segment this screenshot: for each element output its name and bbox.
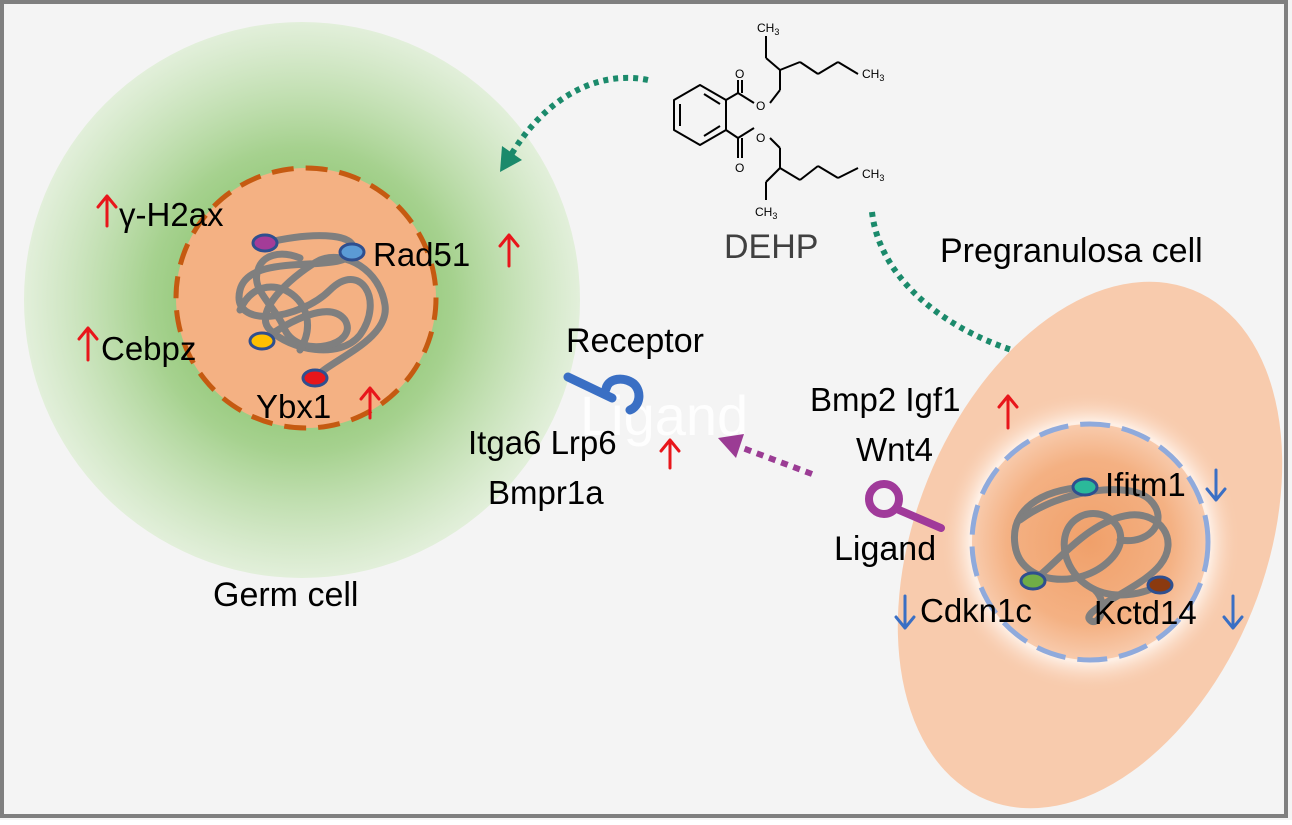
up-arrow-icon [997, 394, 1019, 430]
atom-label: CH3 [757, 21, 779, 37]
gene-label-cdkn1c: Cdkn1c [920, 592, 1032, 629]
up-arrow-icon [498, 233, 520, 268]
arrowhead-icon [500, 146, 522, 172]
dehp-molecule [673, 36, 859, 200]
germ-locus-cebpz [248, 331, 276, 351]
ligand-genes-line1: Bmp2 Igf1 [810, 381, 960, 418]
ligand-icon [865, 480, 945, 532]
atom-label: O [735, 67, 744, 81]
up-arrow-icon [77, 326, 99, 362]
down-arrow-icon [894, 594, 916, 630]
gene-label-h2ax: γ-H2ax [119, 196, 224, 233]
atom-label: CH3 [755, 205, 777, 221]
germ-locus-rad51 [338, 242, 366, 262]
up-arrow-icon [96, 194, 118, 228]
gene-label-cebpz: Cebpz [101, 330, 196, 367]
receptor-genes-line2: Bmpr1a [488, 474, 604, 511]
dehp-label: DEHP [724, 228, 818, 266]
gene-label-kctd14: Kctd14 [1094, 594, 1197, 631]
dehp-atom-labels: O O O O CH3 CH3 CH3 CH3 [735, 21, 884, 221]
gene-label-ifitm1: Ifitm1 [1105, 466, 1186, 503]
germ-cell-label: Germ cell [213, 576, 358, 614]
atom-label: O [735, 161, 744, 175]
arrowhead-icon [718, 434, 744, 458]
receptor-genes-line1: Itga6 Lrp6 [468, 424, 617, 461]
germ-chromatin [235, 232, 389, 382]
receptor-icon [563, 372, 644, 415]
atom-label: CH3 [862, 67, 884, 83]
granulosa-chromatin [1010, 483, 1172, 626]
granulosa-locus-kctd14 [1146, 575, 1174, 595]
receptor-label: Receptor [566, 322, 704, 360]
ligand-genes-line2: Wnt4 [856, 431, 933, 468]
granulosa-nuclear-membrane [969, 421, 1211, 663]
granulosa-nucleus [972, 424, 1208, 660]
pregranulosa-cell-label: Pregranulosa cell [940, 232, 1203, 270]
germ-locus-h2ax [251, 233, 279, 253]
germ-nucleus [176, 168, 436, 428]
atom-label: O [756, 131, 765, 145]
gene-label-rad51: Rad51 [373, 236, 470, 273]
ligand-label: Ligand [834, 530, 936, 568]
germ-cell: γ-H2ax Rad51 Cebpz Ybx1 Germ cell [24, 22, 580, 614]
atom-label: O [756, 99, 765, 113]
down-arrow-icon [1222, 594, 1244, 630]
germ-nuclear-membrane [173, 165, 439, 431]
germ-locus-ybx1 [301, 368, 329, 388]
up-arrow-icon [659, 438, 681, 470]
down-arrow-icon [1205, 468, 1227, 502]
pregranulosa-cell: Ifitm1 Cdkn1c Kctd14 Pregranulosa cell [894, 232, 1283, 809]
gene-label-ybx1: Ybx1 [256, 388, 331, 425]
granulosa-locus-ifitm1 [1071, 477, 1099, 497]
up-arrow-icon [359, 386, 381, 420]
atom-label: CH3 [862, 167, 884, 183]
granulosa-locus-cdkn1c [1019, 571, 1047, 591]
